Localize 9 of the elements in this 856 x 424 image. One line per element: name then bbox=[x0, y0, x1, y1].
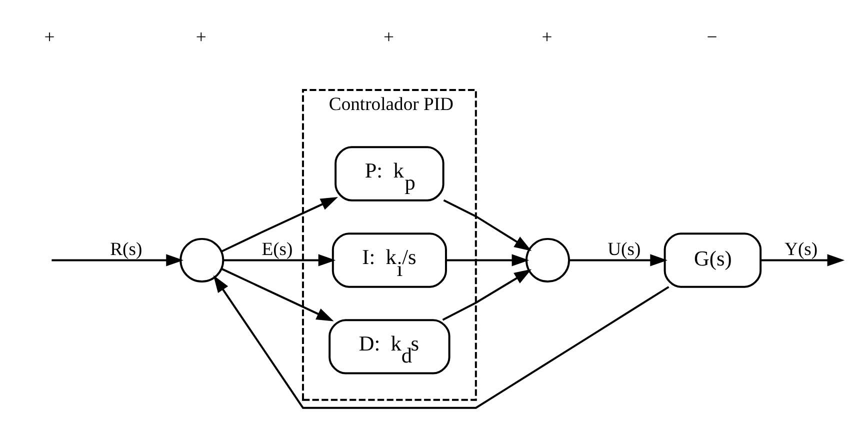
label: + bbox=[541, 26, 552, 48]
edge-label: Y(s) bbox=[784, 239, 818, 260]
label: + bbox=[382, 26, 394, 48]
label: − bbox=[706, 26, 717, 48]
edge-label: E(s) bbox=[261, 239, 292, 260]
edge-label: R(s) bbox=[110, 239, 142, 260]
label: + bbox=[44, 26, 54, 48]
label: + bbox=[195, 26, 206, 48]
edge-label: U(s) bbox=[607, 239, 640, 260]
